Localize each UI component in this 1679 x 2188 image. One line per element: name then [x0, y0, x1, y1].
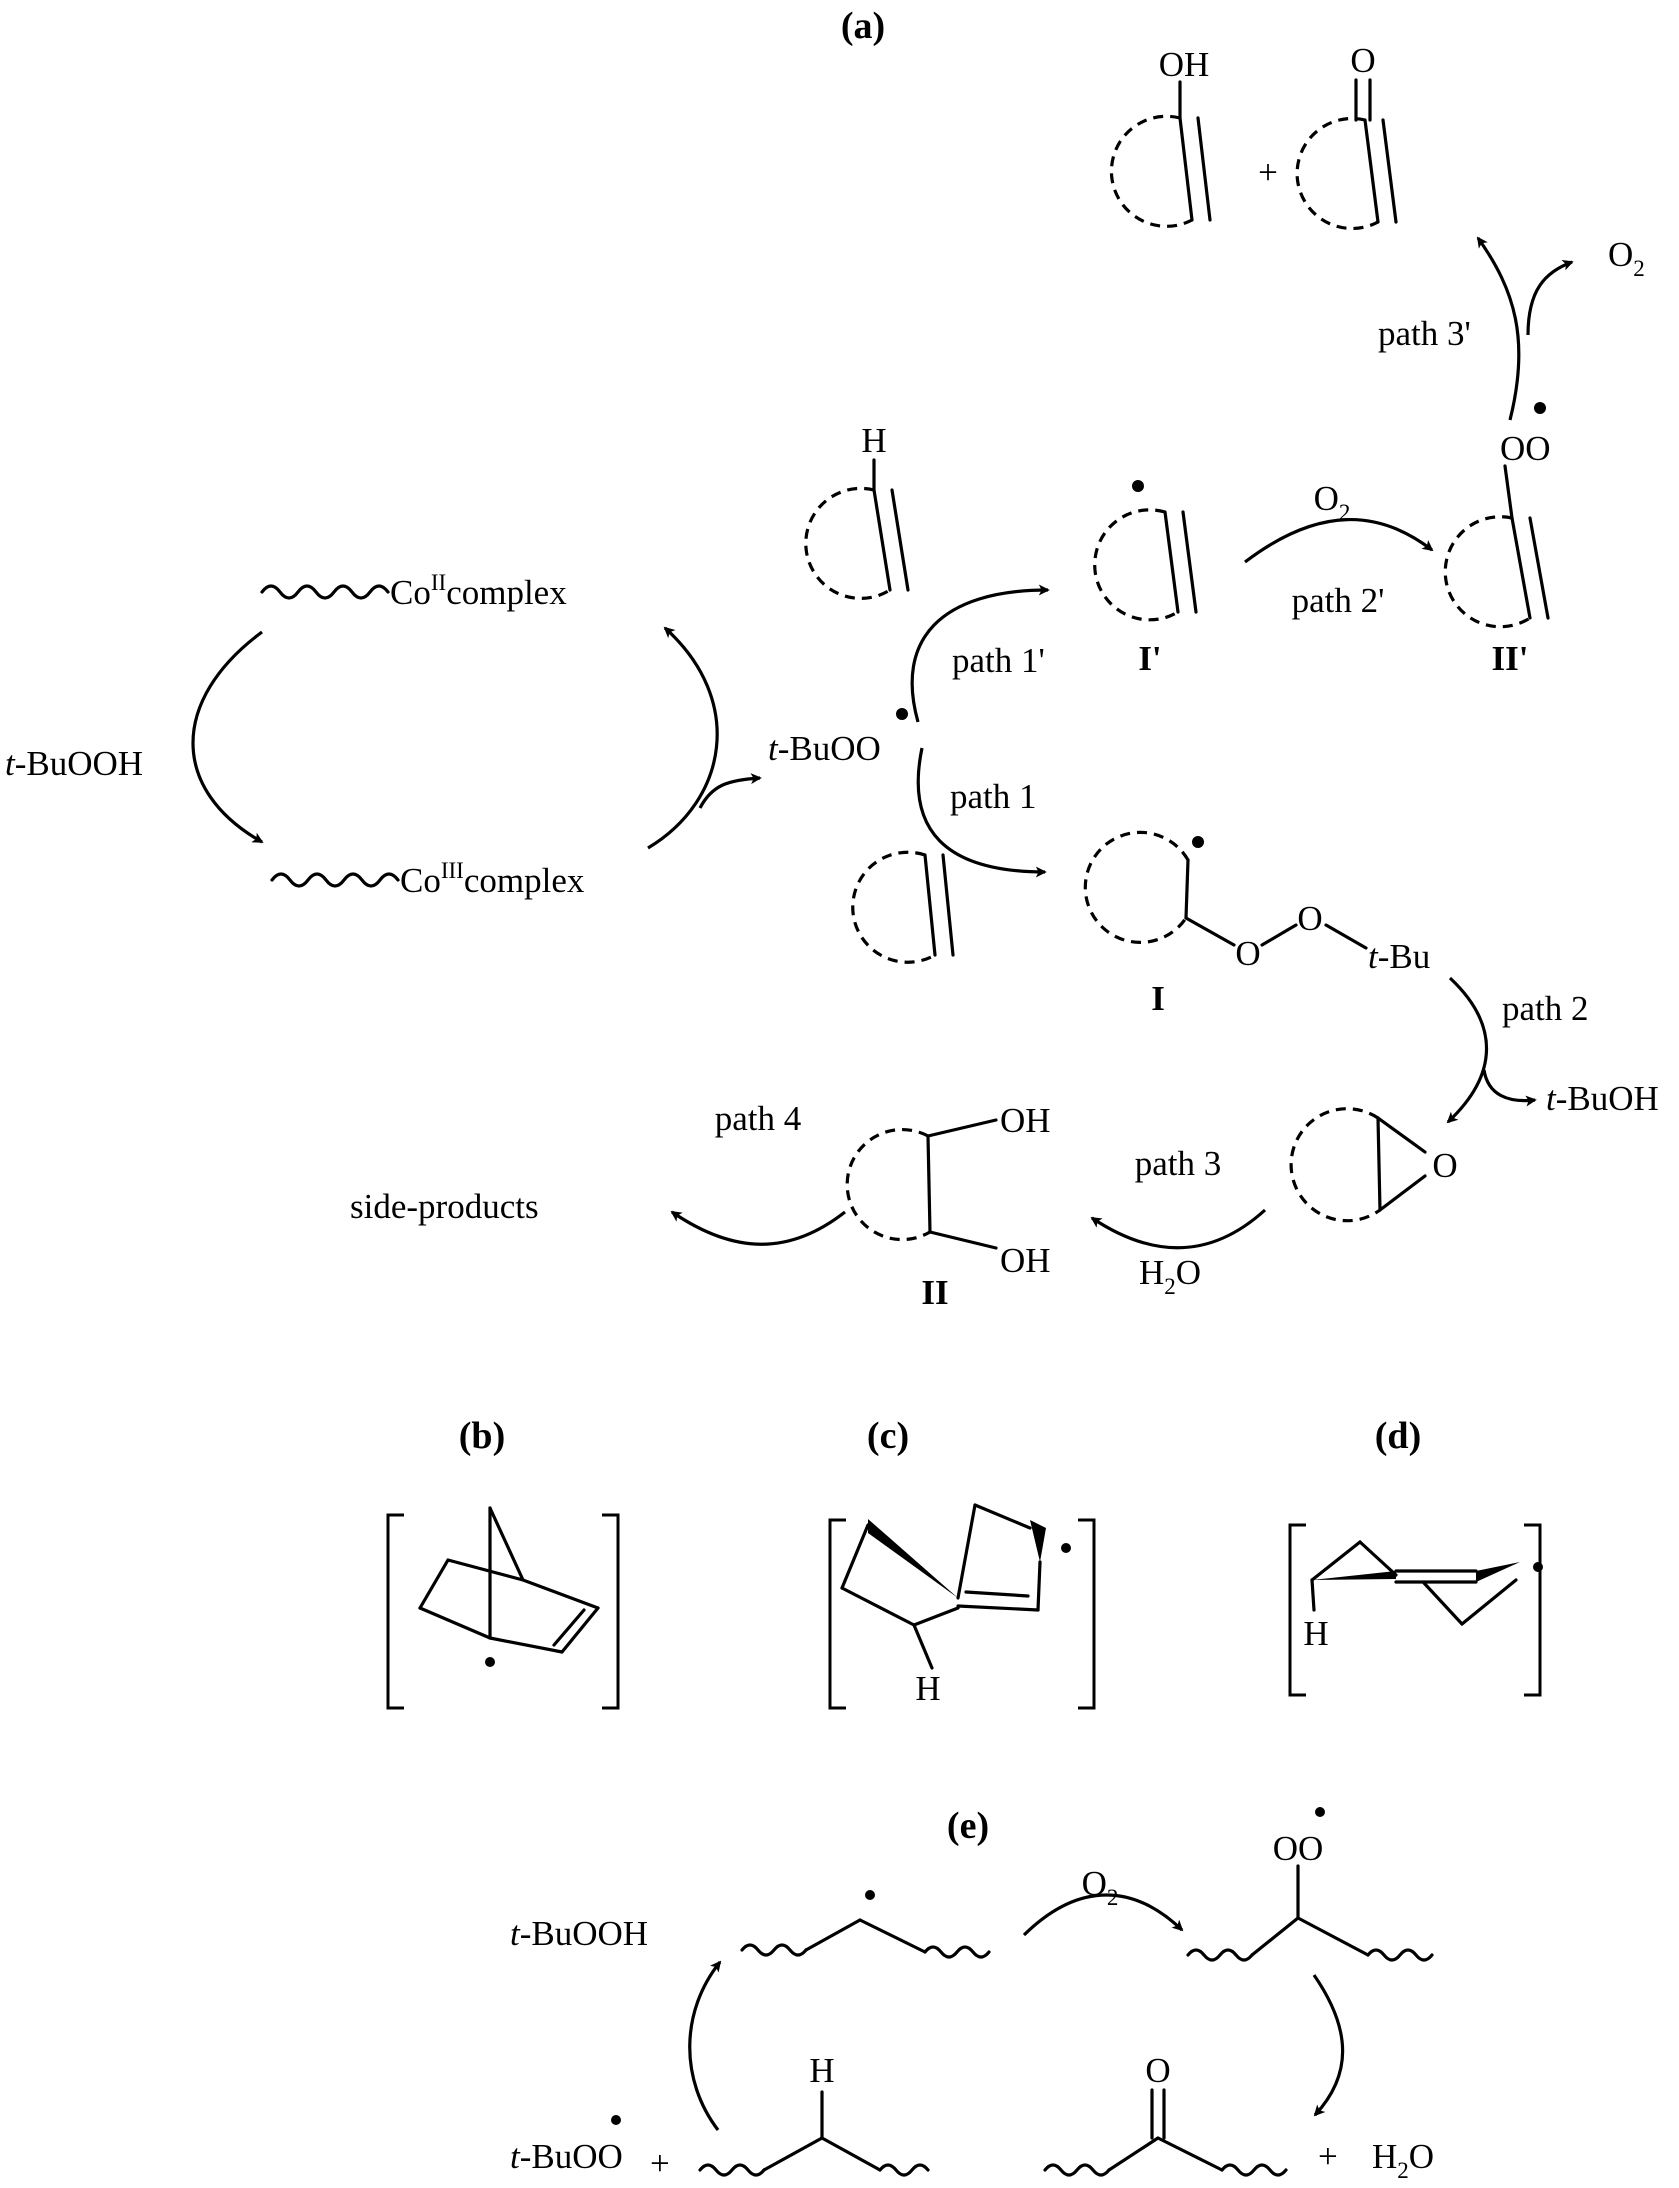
path1-label: path 1 — [950, 777, 1037, 816]
oh-top: OH — [1000, 1101, 1051, 1140]
oxidation-arrow — [191, 630, 264, 844]
tbuoo-dot-e — [611, 2115, 621, 2125]
peroxyl-radical-IIp: OO — [1443, 402, 1551, 629]
tbuoh-product: t-BuOH — [1546, 1079, 1659, 1118]
path3p-label: path 3' — [1378, 314, 1471, 353]
water-reagent: H2O — [1139, 1253, 1201, 1299]
path2-arrow — [1446, 976, 1489, 1124]
panel-d-label: (d) — [1375, 1415, 1421, 1457]
co3-complex: CoIIIcomplex — [400, 858, 585, 900]
panel-e-label: (e) — [947, 1805, 989, 1847]
tbuoh-release-arrow — [1482, 1069, 1537, 1107]
peroxyalkyl-radical-I: O O t-Bu — [1083, 830, 1430, 976]
path2p-arrow — [1244, 518, 1434, 564]
o2-release-arrow — [1526, 260, 1574, 336]
allylic-substrate: H — [804, 421, 910, 600]
path3-label: path 3 — [1135, 1144, 1222, 1183]
path4-label: path 4 — [715, 1099, 802, 1138]
h-label-e: H — [809, 2051, 834, 2090]
epoxide: O — [1289, 1107, 1458, 1223]
oo-label-e: OO — [1273, 1829, 1324, 1868]
co2-complex: CoIIcomplex — [390, 570, 567, 612]
o-label-2: O — [1297, 899, 1322, 938]
path1-arrow — [916, 747, 1047, 878]
regeneration-arrow-e — [688, 1960, 722, 2131]
path3-arrow — [1090, 1208, 1267, 1250]
norbornenyl-radical — [386, 1506, 620, 1710]
wavy-bond-co2 — [260, 584, 390, 600]
o2-e: O2 — [1082, 1864, 1119, 1910]
plus-e-1: + — [650, 2144, 670, 2183]
path4-arrow — [670, 1210, 846, 1246]
side-products-label: side-products — [350, 1187, 539, 1226]
label-II: II — [921, 1273, 948, 1312]
allyl-radical-Ip — [1093, 480, 1198, 622]
water-e: H2O — [1372, 2137, 1434, 2183]
alkyl-radical-e — [740, 1890, 991, 1959]
o2-added: O2 — [1314, 479, 1351, 525]
plus-e-2: + — [1318, 2137, 1338, 2176]
label-I: I — [1151, 979, 1165, 1018]
h-label-c: H — [915, 1669, 940, 1708]
o2-released: O2 — [1608, 235, 1645, 281]
path2p-label: path 2' — [1292, 581, 1385, 620]
tbu-label: t-Bu — [1368, 937, 1430, 976]
tbuooh-e: t-BuOOH — [510, 1914, 648, 1953]
tbuoo-radical-dot — [896, 708, 908, 720]
h-label-d: H — [1303, 1614, 1328, 1653]
path1p-arrow — [910, 584, 1050, 723]
alkene-substrate — [851, 850, 955, 964]
oh-bottom: OH — [1000, 1241, 1051, 1280]
cyclic-allyl-radical: H — [1288, 1523, 1543, 1697]
o-label-1: O — [1235, 934, 1260, 973]
label-Ip: I' — [1138, 639, 1161, 678]
o-label-e: O — [1145, 2051, 1170, 2090]
panel-c-label: (c) — [867, 1415, 909, 1457]
alkane-e: H — [698, 2051, 930, 2177]
ketone-e: O — [1043, 2051, 1288, 2177]
wavy-bond-co3 — [270, 872, 400, 888]
reduction-arrow — [647, 626, 719, 850]
tbuoo-e: t-BuOO — [510, 2137, 623, 2176]
plus-sign: + — [1258, 153, 1278, 192]
path1p-label: path 1' — [952, 641, 1045, 680]
oh-label: OH — [1159, 45, 1210, 84]
allylic-alcohol-product: OH — [1109, 45, 1212, 228]
oo-label: OO — [1500, 429, 1551, 468]
bicyclic-radical: H — [828, 1503, 1096, 1710]
h-label: H — [861, 421, 886, 460]
path2-label: path 2 — [1502, 989, 1589, 1028]
diol-II: OH OH — [845, 1101, 1051, 1280]
alkylperoxyl-e: OO — [1186, 1807, 1434, 1962]
o2-addition-arrow-e — [1022, 1893, 1184, 1937]
o-label: O — [1350, 41, 1375, 80]
tbuoo-radical: t-BuOO — [768, 729, 881, 768]
epoxide-o: O — [1432, 1146, 1457, 1185]
tbuooh-reagent: t-BuOOH — [5, 744, 143, 783]
path3p-arrow — [1476, 236, 1521, 421]
label-IIp: II' — [1492, 639, 1529, 678]
co-cycle: CoIIcomplex CoIIIcomplex t-BuOOH — [5, 570, 762, 900]
panel-a-label: (a) — [841, 5, 885, 47]
enone-product: O — [1295, 41, 1398, 231]
tbuoo-release-arrow — [698, 773, 762, 809]
panel-b-label: (b) — [459, 1415, 505, 1457]
termination-arrow-e — [1312, 1974, 1345, 2117]
